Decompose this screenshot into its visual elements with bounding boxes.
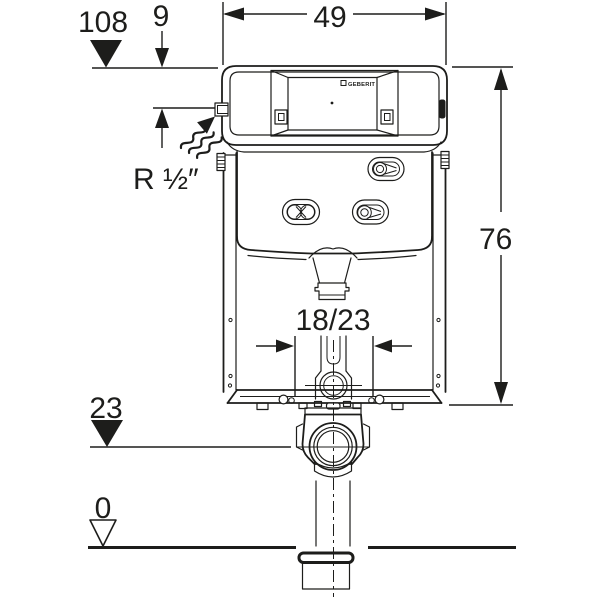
- supply-offset-label: 9: [153, 0, 170, 33]
- clip-right: [380, 109, 394, 125]
- dimension-frame-height: 76: [449, 66, 513, 406]
- floor-level-label: 0: [95, 492, 112, 525]
- datum-triangle-icon: [91, 420, 123, 447]
- cistern-cover: GEBERIT: [214, 65, 448, 153]
- supply-thread-annotation: R ½″: [133, 116, 223, 196]
- arrow-right-icon: [276, 339, 294, 353]
- brand-logo-text: GEBERIT: [348, 82, 375, 88]
- arrow-right-icon: [425, 7, 446, 21]
- arrow-left-icon: [223, 7, 244, 21]
- brand-logo: GEBERIT: [340, 80, 375, 88]
- arrow-down-icon: [494, 382, 508, 404]
- datum-triangle-icon: [90, 40, 122, 68]
- threaded-stub-left: [216, 152, 226, 172]
- supply-connection-tab: [214, 102, 229, 117]
- overall-width-label: 49: [313, 1, 346, 34]
- drain-pipe: [297, 480, 355, 590]
- socket-body: [301, 561, 351, 590]
- datum-top-height: 108: [78, 6, 218, 69]
- arrow-up-icon: [155, 108, 169, 128]
- knockout-top-right: [367, 156, 405, 182]
- socket-rim: [297, 551, 355, 564]
- dimension-supply-offset: 9: [153, 0, 218, 148]
- arrow-left-icon: [374, 339, 392, 353]
- arrow-up-icon: [494, 68, 508, 90]
- arrow-down-icon: [155, 48, 169, 68]
- outlet-height-label: 23: [89, 392, 122, 425]
- knockout-mid-left: [281, 198, 321, 226]
- side-slot: [439, 99, 446, 119]
- frame-rails: [216, 150, 450, 393]
- supply-arrow-icon: [197, 116, 215, 134]
- threaded-stub-right: [440, 150, 450, 170]
- lid-center-dot: [330, 101, 334, 105]
- outlet-offset-label: 18/23: [295, 304, 370, 337]
- frame-height-label: 76: [479, 223, 512, 256]
- outlet-connector: [314, 282, 350, 301]
- datum-outlet-height: 23: [89, 392, 291, 448]
- flush-pipe: [305, 335, 362, 400]
- datum-floor-level: 0: [88, 492, 516, 549]
- top-height-label: 108: [78, 6, 128, 39]
- frame-bottom-rail: [226, 383, 443, 411]
- datum-triangle-open-icon: [89, 519, 117, 547]
- drain-bend: [295, 407, 371, 478]
- knockout-mid-right: [351, 199, 390, 225]
- dimension-outlet-offset: 18/23: [256, 304, 412, 397]
- water-flow-icon: [179, 126, 223, 160]
- clip-left: [274, 109, 288, 125]
- dimension-overall-width: 49: [222, 1, 447, 65]
- supply-thread-label: R ½″: [133, 163, 199, 196]
- cistern-body: [236, 151, 433, 301]
